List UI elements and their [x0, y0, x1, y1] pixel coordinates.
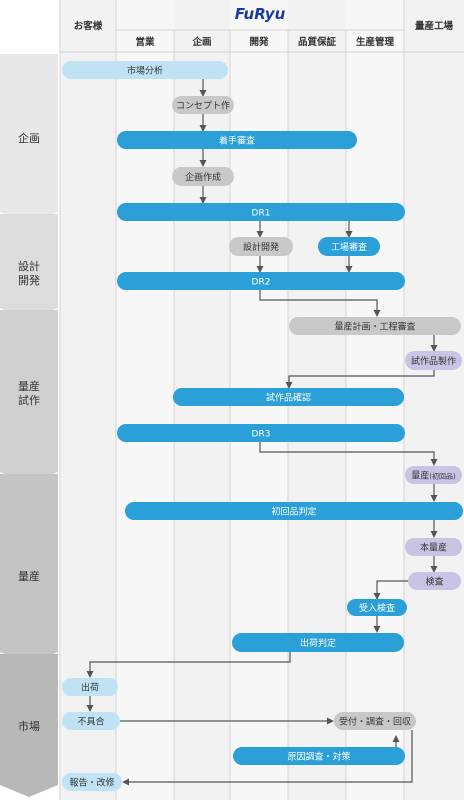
step-factory-audit: 工場審査	[318, 237, 380, 256]
step-dr2-label: DR2	[252, 278, 271, 288]
column-header-production-mgmt: 生産管理	[356, 36, 395, 48]
step-dr1-label: DR1	[252, 209, 271, 219]
step-shipment-label: 出荷	[81, 682, 99, 694]
phase-planning-chevron	[0, 54, 58, 224]
step-report-label: 報告・改修	[69, 777, 114, 789]
step-receive-investigate: 受付・調査・回収	[334, 712, 416, 730]
step-receive-investigate-label: 受付・調査・回収	[339, 716, 411, 728]
step-plan-creation-label: 企画作成	[185, 171, 221, 183]
step-dr3-label: DR3	[252, 430, 271, 440]
step-start-review-label: 着手審査	[219, 135, 255, 147]
column-header-development: 開発	[249, 36, 269, 48]
step-prototype: 試作品製作	[405, 351, 462, 370]
column-header-factory: 量産工場	[415, 20, 454, 32]
svg-text:量産(初回品): 量産(初回品)	[411, 470, 456, 482]
phase-design-chevron	[0, 214, 58, 320]
step-dr2: DR2	[117, 272, 405, 290]
step-root-cause-label: 原因調査・対策	[287, 751, 350, 763]
sales-column-bg	[116, 0, 174, 800]
step-prototype-check: 試作品確認	[173, 388, 404, 406]
step-receiving-inspection: 受入検査	[347, 599, 407, 616]
step-shipping-judgment-label: 出荷判定	[300, 637, 336, 649]
step-design-dev-label: 設計開発	[243, 241, 279, 253]
step-dr1: DR1	[117, 203, 405, 221]
step-mass-production-label: 本量産	[420, 542, 447, 554]
phase-market-chevron	[0, 654, 58, 797]
factory-column-bg	[404, 0, 464, 800]
step-plan-creation: 企画作成	[172, 167, 234, 186]
step-factory-audit-label: 工場審査	[331, 241, 367, 253]
column-header-planning: 企画	[191, 36, 211, 48]
step-root-cause: 原因調査・対策	[233, 747, 405, 765]
phase-label-planning: 企画	[18, 131, 40, 145]
step-market-analysis-label: 市場分析	[127, 65, 163, 77]
step-inspection: 検査	[408, 572, 461, 590]
step-first-judgment: 初回品判定	[125, 502, 463, 520]
phase-label-trial-2: 試作	[18, 393, 40, 407]
step-concept: コンセプト作	[172, 96, 234, 114]
customer-column-bg	[60, 0, 116, 800]
step-shipping-judgment: 出荷判定	[232, 633, 404, 652]
step-mass-first-label: 量産	[411, 470, 429, 482]
step-inspection-label: 検査	[425, 576, 443, 588]
step-receiving-inspection-label: 受入検査	[359, 602, 395, 614]
phase-label-design-2: 開発	[18, 273, 40, 287]
phase-mass-chevron	[0, 474, 58, 664]
phase-label-design-1: 設計	[18, 259, 40, 273]
furyu-logo: FuRyu	[235, 5, 286, 23]
step-first-judgment-label: 初回品判定	[271, 506, 316, 518]
step-defect-label: 不具合	[77, 716, 104, 728]
step-market-analysis: 市場分析	[62, 61, 228, 79]
column-header-customer: お客様	[74, 20, 103, 32]
step-mass-production: 本量産	[405, 538, 462, 556]
step-shipment: 出荷	[62, 678, 118, 696]
step-mass-plan-label: 量産計画・工程審査	[334, 321, 415, 333]
step-defect: 不具合	[62, 712, 120, 730]
phase-trial-chevron	[0, 310, 58, 484]
phase-label-trial-1: 量産	[18, 380, 40, 393]
step-mass-first: 量産(初回品)	[405, 466, 462, 484]
step-prototype-label: 試作品製作	[411, 355, 456, 367]
step-report: 報告・改修	[62, 773, 122, 791]
phase-label-mass: 量産	[18, 570, 40, 583]
step-mass-first-sublabel: (初回品)	[429, 472, 456, 481]
step-design-dev: 設計開発	[229, 237, 293, 256]
step-start-review: 着手審査	[117, 131, 357, 149]
step-dr3: DR3	[117, 424, 405, 442]
step-prototype-check-label: 試作品確認	[266, 392, 311, 404]
step-mass-plan: 量産計画・工程審査	[289, 317, 461, 335]
phase-label-market: 市場	[18, 719, 40, 733]
column-header-sales: 営業	[135, 36, 155, 48]
column-header-quality: 品質保証	[298, 36, 337, 48]
step-concept-label: コンセプト作	[176, 100, 230, 112]
